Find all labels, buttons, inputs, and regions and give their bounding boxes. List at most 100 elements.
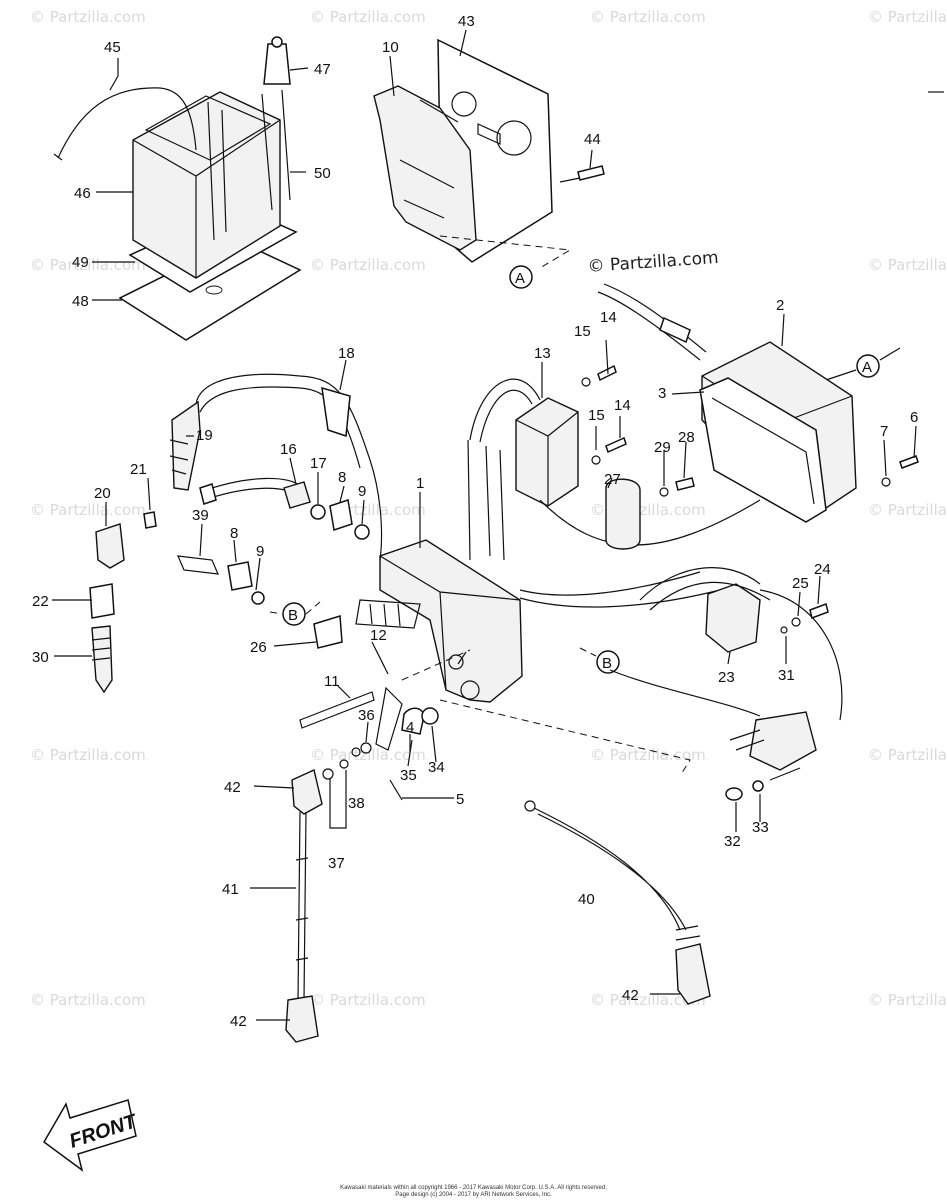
part-label-40: 40 <box>578 891 595 908</box>
watermark: © Partzilla.com <box>30 991 146 1009</box>
watermark: © Partzilla.com <box>868 501 947 519</box>
cap-20 <box>95 523 125 569</box>
part-label-42: 42 <box>230 1013 247 1030</box>
tube-end <box>53 153 63 161</box>
lead-41-marks <box>295 857 309 961</box>
part-label-49: 49 <box>72 254 89 271</box>
connector-26 <box>313 615 343 649</box>
part-label-28: 28 <box>678 429 695 446</box>
harness <box>519 571 721 608</box>
washer-36 <box>351 747 361 757</box>
washer-32 <box>725 787 743 801</box>
watermark: © Partzilla.com <box>310 746 426 764</box>
screw-tip <box>559 177 581 183</box>
harness <box>467 439 505 561</box>
washer-31 <box>780 626 788 634</box>
part-label-8: 8 <box>230 525 238 542</box>
gasket-inner <box>711 397 815 505</box>
part-label-47: 47 <box>314 61 331 78</box>
part-label-20: 20 <box>94 485 111 502</box>
part-label-30: 30 <box>32 649 49 666</box>
washer-9 <box>251 591 265 605</box>
bracket-detail <box>399 99 459 219</box>
screw-28 <box>675 477 695 491</box>
ref-b: B <box>288 607 298 624</box>
coil-wires <box>469 378 541 443</box>
part-label-39: 39 <box>192 507 209 524</box>
part-label-25: 25 <box>792 575 809 592</box>
screw-14 <box>597 364 617 382</box>
high-tension-cord <box>195 373 383 561</box>
nut-34 <box>421 707 439 725</box>
bushing-35 <box>401 707 425 735</box>
part-label-38: 38 <box>348 795 365 812</box>
part-label-18: 18 <box>338 345 355 362</box>
ref-a: A <box>515 270 525 287</box>
watermark: © Partzilla.com <box>590 8 706 26</box>
pin-5 <box>389 779 403 801</box>
watermark: © Partzilla.com <box>590 746 706 764</box>
cap-22 <box>89 583 115 619</box>
watermark: © Partzilla.com <box>310 991 426 1009</box>
watermark: © Partzilla.com <box>868 8 947 26</box>
part-label-43: 43 <box>458 13 475 30</box>
coil-13 <box>515 397 579 507</box>
regulator-wires <box>759 589 843 721</box>
part-label-2: 2 <box>776 297 784 314</box>
ref-b-circle <box>596 650 620 674</box>
battery-strap <box>207 101 227 241</box>
cap-ribs <box>169 439 189 475</box>
part-label-35: 35 <box>400 767 417 784</box>
box-grommet <box>659 316 691 344</box>
washer-38 <box>339 759 349 769</box>
washer-9 <box>354 524 370 540</box>
leader-lines <box>52 29 917 1021</box>
bolt-12 <box>375 686 403 751</box>
terminal-21 <box>143 511 157 529</box>
ref-b-leader <box>269 601 321 615</box>
washer-15 <box>591 455 601 465</box>
dash-leaders <box>401 649 691 777</box>
watermark: © Partzilla.com <box>868 991 947 1009</box>
ground-leads <box>285 769 711 1043</box>
watermark: © Partzilla.com <box>310 501 426 519</box>
screw-6 <box>899 455 919 469</box>
ref-b-leader <box>579 647 597 657</box>
part-label-9: 9 <box>256 543 264 560</box>
regulator-23 <box>705 583 761 653</box>
part-label-29: 29 <box>654 439 671 456</box>
unit-edges <box>379 555 521 691</box>
part-label-10: 10 <box>382 39 399 56</box>
watermark: © Partzilla.com <box>310 256 426 274</box>
part-label-12: 12 <box>370 627 387 644</box>
washer-29 <box>659 487 669 497</box>
front-arrow-shape <box>43 1099 137 1172</box>
part-label-26: 26 <box>250 639 267 656</box>
battery-strap-50 <box>261 89 291 211</box>
watermark: © Partzilla.com <box>868 746 947 764</box>
switch-wires <box>609 669 761 717</box>
lead-40-terminal <box>524 800 536 812</box>
part-label-24: 24 <box>814 561 831 578</box>
part-label-11: 11 <box>324 673 340 690</box>
watermark-strong: © Partzilla.com <box>587 248 719 277</box>
part-label-8: 8 <box>338 469 346 486</box>
reference-marks: A A B B <box>269 265 901 674</box>
ring-17 <box>310 504 326 520</box>
sender-8 <box>329 499 353 531</box>
connector-ribs <box>369 603 401 627</box>
lead-40-end <box>675 925 701 941</box>
part-label-7: 7 <box>880 423 888 440</box>
washer-15 <box>581 377 591 387</box>
part-label-5: 5 <box>456 791 464 808</box>
part-label-50: 50 <box>314 165 331 182</box>
cap-42 <box>285 995 319 1043</box>
washer-25 <box>791 617 801 627</box>
screw-24 <box>809 603 829 619</box>
box-cable <box>597 291 701 361</box>
screw-14 <box>605 436 627 454</box>
switch-unit <box>749 711 817 771</box>
grommet-16 <box>283 481 311 509</box>
watermark: © Partzilla.com <box>310 8 426 26</box>
clamp-18 <box>321 386 351 438</box>
